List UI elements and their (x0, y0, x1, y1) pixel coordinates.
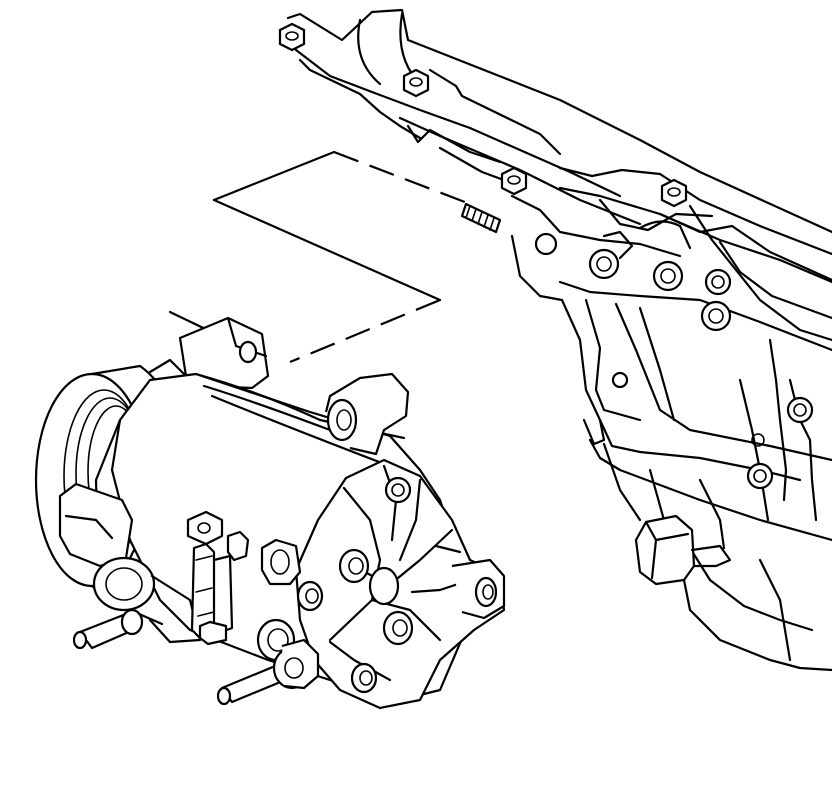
mounting-bolt (216, 638, 320, 706)
upper-mount-boss (324, 372, 410, 456)
flange-bolt-right (660, 178, 688, 208)
engine-block (278, 8, 832, 672)
flange-bolt-left (278, 22, 306, 52)
discharge-fitting (260, 538, 302, 586)
flange-bolt-mid (500, 166, 528, 196)
electrical-connector (186, 510, 250, 646)
alignment-guide (168, 150, 471, 364)
left-mount-stud (72, 608, 144, 650)
threaded-stud (460, 202, 502, 234)
hex-fitting (634, 514, 732, 586)
ac-compressor (34, 316, 506, 710)
flange-bolt-center (402, 68, 430, 98)
